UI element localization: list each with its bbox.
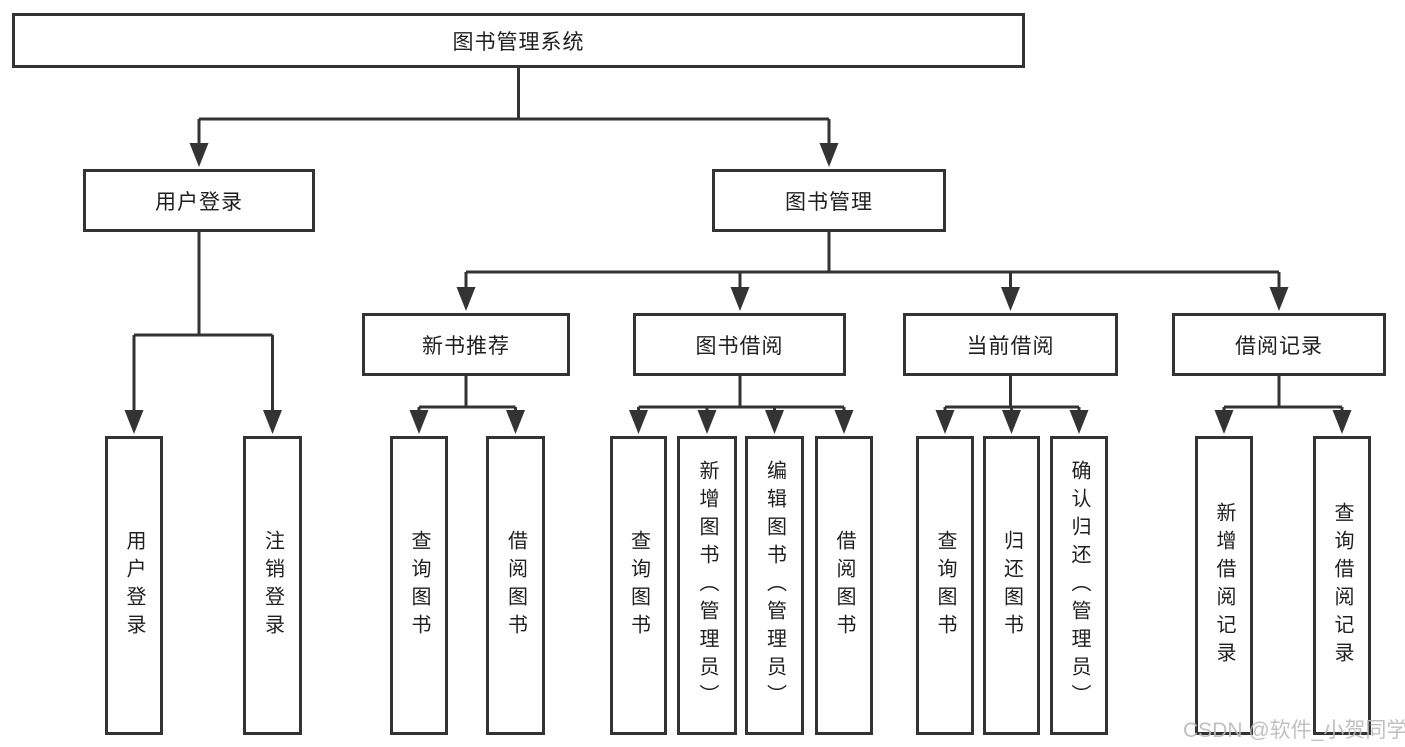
node-leaf-user-login: 用户登录: [105, 436, 163, 735]
node-label: 归还图书: [1000, 529, 1023, 642]
node-leaf-confirm-return-admin: 确认归还（管理员）: [1050, 436, 1108, 735]
node-book-management-branch: 图书管理: [712, 169, 946, 232]
node-leaf-query-book-3: 查询图书: [916, 436, 974, 735]
node-new-book-recommend: 新书推荐: [362, 313, 570, 376]
node-leaf-add-book-admin: 新增图书（管理员）: [677, 436, 737, 735]
node-label: 图书管理: [785, 190, 873, 214]
node-user-login-branch: 用户登录: [83, 169, 315, 232]
node-current-borrow: 当前借阅: [903, 313, 1118, 376]
node-library-management-system: 图书管理系统: [12, 13, 1025, 68]
node-label: 新增借阅记录: [1213, 501, 1235, 670]
node-leaf-add-borrow-record: 新增借阅记录: [1195, 436, 1253, 735]
node-label: 借阅记录: [1235, 334, 1323, 358]
node-leaf-edit-book-admin: 编辑图书（管理员）: [745, 436, 804, 735]
node-label: 借阅图书: [504, 529, 527, 642]
node-label: 图书借阅: [695, 334, 784, 358]
node-label: 新增图书（管理员）: [696, 459, 718, 712]
node-label: 编辑图书（管理员）: [763, 459, 786, 712]
node-label: 用户登录: [155, 190, 243, 214]
node-leaf-borrow-book-2: 借阅图书: [815, 436, 873, 735]
node-leaf-return-book: 归还图书: [983, 436, 1040, 735]
node-label: 确认归还（管理员）: [1068, 459, 1090, 712]
node-label: 查询借阅记录: [1331, 501, 1353, 670]
node-leaf-query-book-2: 查询图书: [610, 436, 667, 735]
node-leaf-logout: 注销登录: [243, 436, 302, 735]
node-label: 用户登录: [123, 529, 145, 642]
node-book-borrow: 图书借阅: [633, 313, 846, 376]
node-label: 新书推荐: [422, 334, 510, 358]
node-leaf-borrow-book-1: 借阅图书: [486, 436, 545, 735]
node-label: 查询图书: [934, 529, 956, 642]
node-leaf-query-book-1: 查询图书: [390, 436, 448, 735]
csdn-watermark: CSDN @软件_小贺同学: [1183, 719, 1405, 742]
node-label: 图书管理系统: [452, 30, 585, 54]
node-borrow-records: 借阅记录: [1172, 313, 1386, 376]
arrowhead-icons: [124, 143, 1352, 434]
node-label: 当前借阅: [966, 334, 1055, 358]
node-label: 注销登录: [261, 529, 284, 642]
node-leaf-query-borrow-record: 查询借阅记录: [1313, 436, 1371, 735]
node-label: 查询图书: [408, 529, 430, 642]
node-label: 查询图书: [627, 529, 650, 642]
node-label: 借阅图书: [833, 529, 855, 642]
